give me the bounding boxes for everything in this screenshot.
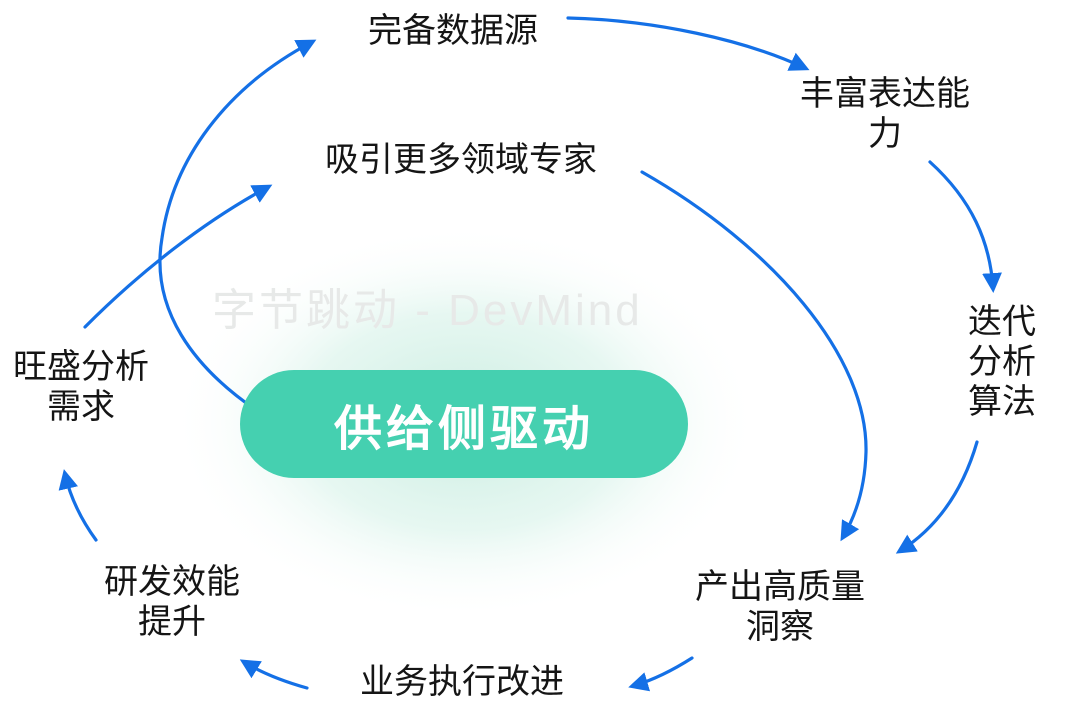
node-biz-execution: 业务执行改进 xyxy=(360,662,564,701)
arrow-rich-to-iterative xyxy=(928,160,1002,293)
node-analysis-demand: 旺盛分析 需求 xyxy=(13,347,149,426)
node-rd-efficiency: 研发效能 提升 xyxy=(104,562,240,641)
node-rich-expression: 丰富表达能力 xyxy=(800,74,970,153)
watermark-text: 字节跳动 - DevMind xyxy=(212,286,643,335)
node-iterative-algorithm: 迭代分析 算法 xyxy=(968,302,1036,422)
center-pill: 供给侧驱动 xyxy=(240,370,688,478)
arrow-rd-to-demand xyxy=(58,469,98,542)
arrow-experts-to-insight xyxy=(640,170,868,542)
arrow-insight-to-biz xyxy=(628,656,694,692)
arrow-biz-to-rd xyxy=(239,659,309,690)
node-domain-experts: 吸引更多领域专家 xyxy=(325,140,597,179)
node-complete-data-source: 完备数据源 xyxy=(368,11,538,50)
arrow-complete-data-to-rich xyxy=(566,16,810,71)
node-quality-insight: 产出高质量 洞察 xyxy=(695,567,865,646)
arrow-demand-to-complete-data xyxy=(158,39,317,416)
center-pill-label: 供给侧驱动 xyxy=(333,403,594,456)
arrow-demand-to-experts xyxy=(83,184,273,329)
arrow-iterative-to-insight xyxy=(895,440,979,554)
